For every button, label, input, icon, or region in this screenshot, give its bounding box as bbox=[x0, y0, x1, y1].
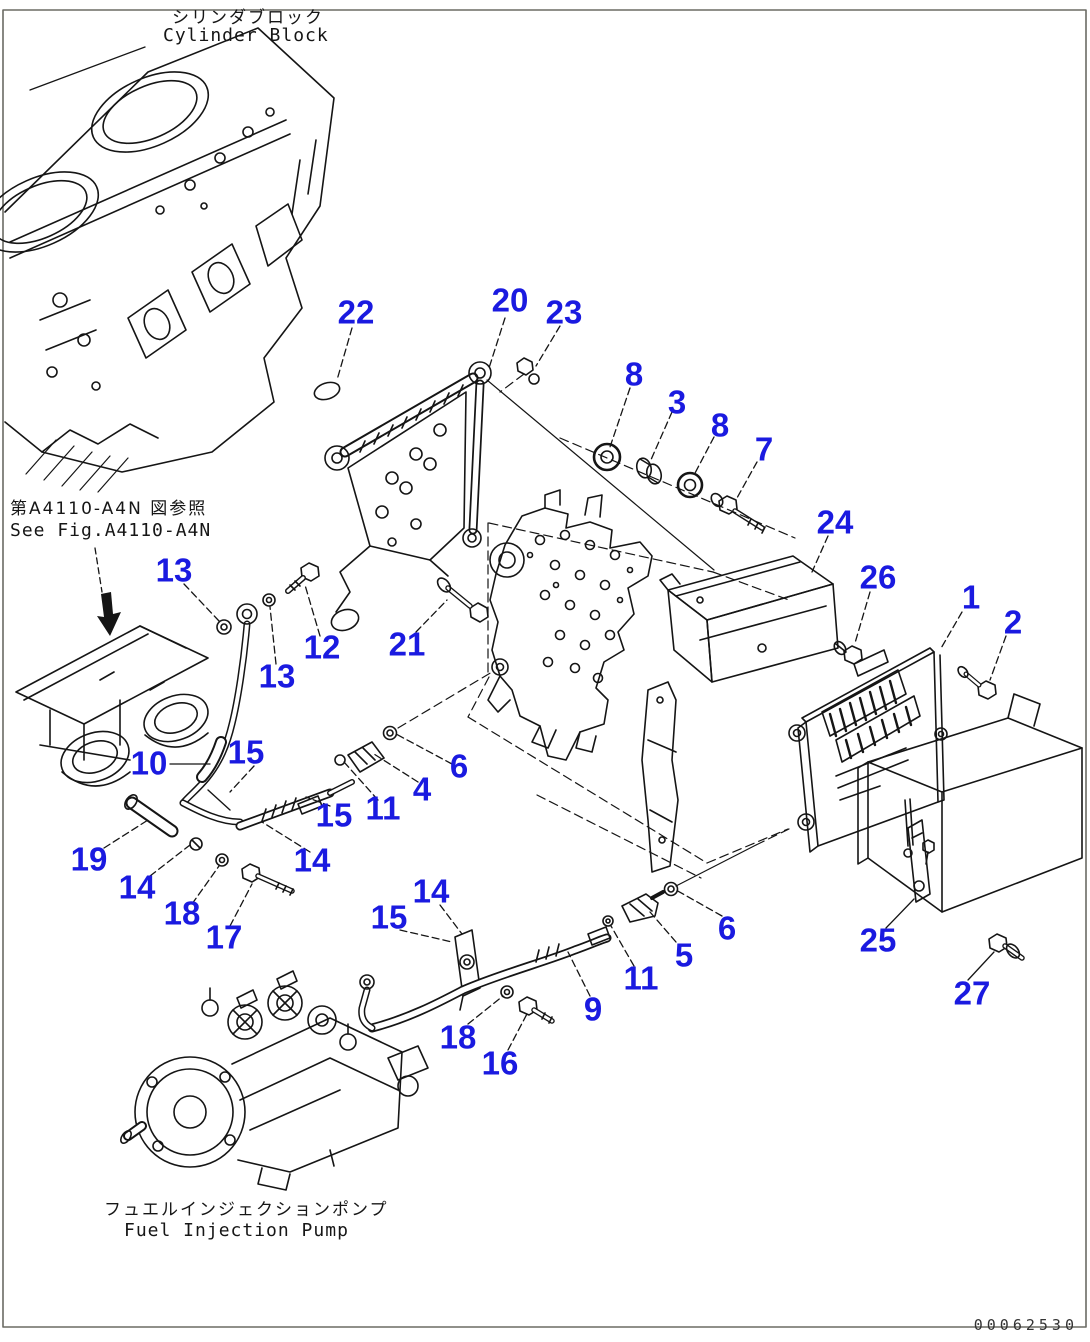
part-label-18[interactable]: 18 bbox=[163, 894, 201, 932]
lower-hose-drawing bbox=[358, 844, 757, 1033]
part-label-8[interactable]: 8 bbox=[710, 406, 730, 444]
fuel-pipe-10-drawing bbox=[179, 562, 320, 807]
bracket-20-drawing bbox=[313, 357, 540, 632]
see-fig-caption-jp: 第A4110-A4N 図参照 bbox=[10, 499, 208, 519]
part-label-1[interactable]: 1 bbox=[961, 578, 981, 616]
part-label-21[interactable]: 21 bbox=[388, 625, 426, 663]
pump-caption-jp: フュエルインジェクションポンプ bbox=[104, 1200, 389, 1220]
upper-hose-drawing bbox=[124, 725, 398, 896]
part-label-15[interactable]: 15 bbox=[227, 733, 265, 771]
part-label-13[interactable]: 13 bbox=[258, 657, 296, 695]
part-label-4[interactable]: 4 bbox=[412, 770, 432, 808]
part-label-3[interactable]: 3 bbox=[667, 383, 687, 421]
cylinder-block-drawing bbox=[0, 27, 335, 493]
part-label-11[interactable]: 11 bbox=[365, 789, 401, 827]
part-label-16[interactable]: 16 bbox=[481, 1044, 519, 1082]
part-label-14[interactable]: 14 bbox=[293, 841, 331, 879]
part-label-15[interactable]: 15 bbox=[315, 796, 353, 834]
cylinder-block-caption-en: Cylinder Block bbox=[163, 25, 329, 46]
part-label-23[interactable]: 23 bbox=[545, 293, 583, 331]
part-label-10[interactable]: 10 bbox=[130, 744, 168, 782]
part-label-2[interactable]: 2 bbox=[1003, 603, 1023, 641]
part-label-18[interactable]: 18 bbox=[439, 1018, 477, 1056]
part-label-22[interactable]: 22 bbox=[337, 293, 375, 331]
part-label-7[interactable]: 7 bbox=[754, 430, 774, 468]
page-frame bbox=[2, 9, 1087, 1328]
part-label-5[interactable]: 5 bbox=[674, 936, 694, 974]
part-label-13[interactable]: 13 bbox=[155, 551, 193, 589]
part-label-6[interactable]: 6 bbox=[449, 747, 469, 785]
flange-plate-drawing bbox=[487, 489, 679, 873]
part-label-12[interactable]: 12 bbox=[303, 628, 341, 666]
part-label-14[interactable]: 14 bbox=[412, 872, 450, 910]
mount-grommets-drawing bbox=[592, 442, 766, 534]
fuel-filter-head-drawing bbox=[15, 625, 209, 787]
part-label-9[interactable]: 9 bbox=[583, 990, 603, 1028]
part-label-15[interactable]: 15 bbox=[370, 898, 408, 936]
part-label-26[interactable]: 26 bbox=[859, 558, 897, 596]
part-label-11[interactable]: 11 bbox=[623, 959, 659, 997]
part-label-24[interactable]: 24 bbox=[816, 503, 854, 541]
cover-24-drawing bbox=[659, 555, 863, 683]
see-fig-caption-en: See Fig.A4110-A4N bbox=[10, 520, 212, 541]
part-label-27[interactable]: 27 bbox=[953, 974, 991, 1012]
pump-caption-en: Fuel Injection Pump bbox=[124, 1220, 349, 1241]
fuel-injection-pump-drawing bbox=[120, 970, 429, 1191]
controller-cover-drawing bbox=[857, 693, 1083, 961]
part-label-8[interactable]: 8 bbox=[624, 355, 644, 393]
document-id: 00062530 bbox=[973, 1316, 1078, 1334]
see-fig-arrow bbox=[94, 547, 121, 636]
part-label-19[interactable]: 19 bbox=[70, 840, 108, 878]
assembly-axis-lines bbox=[397, 373, 796, 879]
part-label-17[interactable]: 17 bbox=[205, 918, 243, 956]
part-label-14[interactable]: 14 bbox=[118, 868, 156, 906]
engine-controller-drawing bbox=[788, 647, 997, 865]
part-label-25[interactable]: 25 bbox=[859, 921, 897, 959]
part-label-20[interactable]: 20 bbox=[491, 281, 529, 319]
leader-lines bbox=[103, 317, 1007, 1051]
part-label-6[interactable]: 6 bbox=[717, 909, 737, 947]
cylinder-block-caption-jp: シリンダブロック bbox=[172, 8, 324, 28]
